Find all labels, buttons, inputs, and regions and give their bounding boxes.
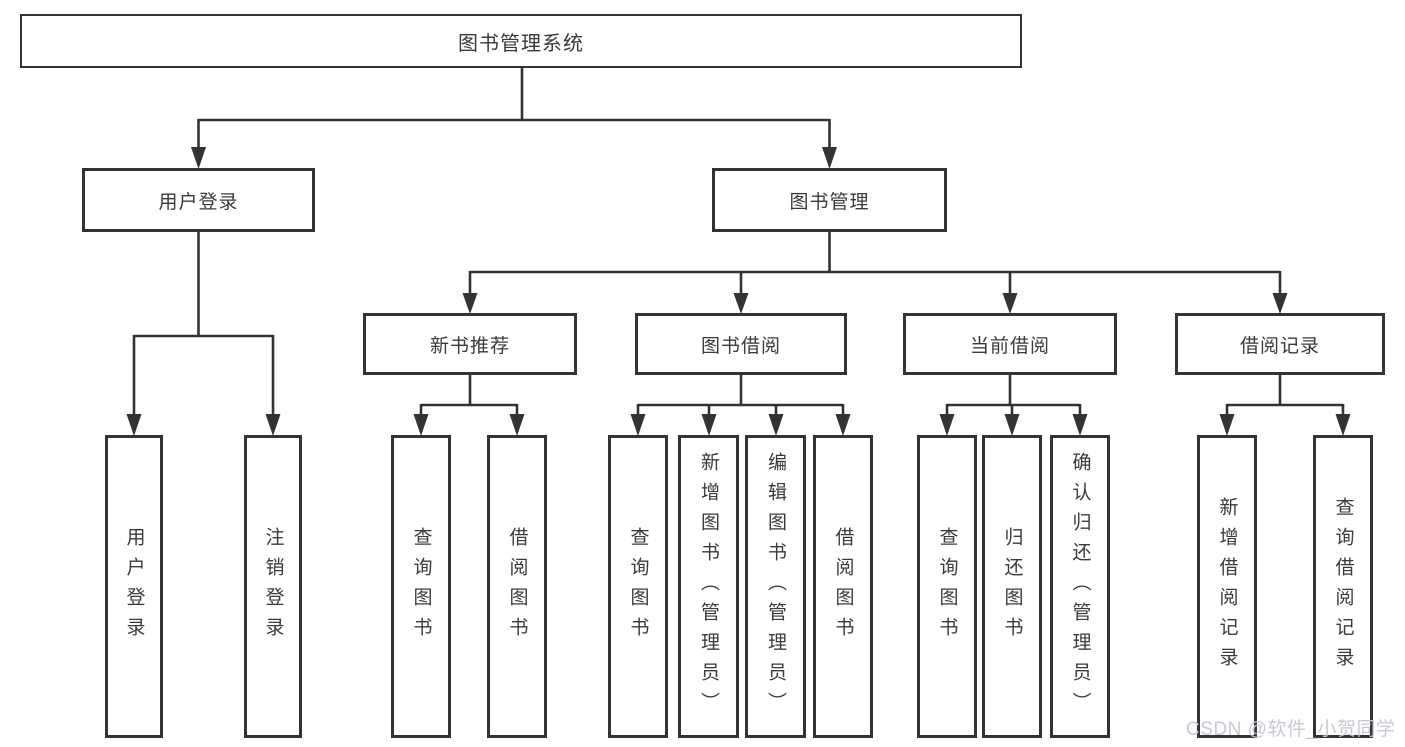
node-user-login: 用户登录 — [82, 168, 315, 232]
leaf-currentborrow-return-books: 归还图书 — [982, 435, 1042, 738]
leaf-label: 查询图书 — [410, 526, 432, 647]
leaf-label: 新增图书（管理员） — [698, 451, 719, 722]
node-root: 图书管理系统 — [20, 14, 1022, 68]
leaf-bookborrow-edit-books-admin: 编辑图书（管理员） — [745, 435, 806, 738]
csdn-watermark: CSDN @软件_小贺同学 — [1186, 719, 1396, 740]
arrowheads — [126, 147, 1351, 436]
leaf-label: 注销登录 — [262, 526, 284, 647]
leaf-label: 借阅图书 — [506, 526, 528, 647]
node-current-borrow: 当前借阅 — [903, 313, 1117, 375]
leaf-currentborrow-query-books: 查询图书 — [917, 435, 977, 738]
leaf-currentborrow-confirm-return-admin: 确认归还（管理员） — [1050, 435, 1110, 738]
leaf-label: 借阅图书 — [832, 526, 854, 647]
leaf-label: 查询图书 — [627, 526, 649, 647]
leaf-label: 确认归还（管理员） — [1069, 451, 1091, 722]
leaf-label: 归还图书 — [1001, 526, 1023, 647]
leaf-label: 编辑图书（管理员） — [765, 451, 786, 722]
leaf-user-login: 用户登录 — [105, 435, 163, 738]
node-new-book-recommend: 新书推荐 — [363, 313, 577, 375]
leaf-label: 查询图书 — [936, 526, 958, 647]
node-borrow-records: 借阅记录 — [1175, 313, 1385, 375]
leaf-label: 用户登录 — [123, 526, 145, 647]
leaf-bookborrow-query-books: 查询图书 — [608, 435, 668, 738]
leaf-bookborrow-add-books-admin: 新增图书（管理员） — [678, 435, 739, 738]
node-book-borrow: 图书借阅 — [635, 313, 847, 375]
leaf-records-add-borrow-record: 新增借阅记录 — [1197, 435, 1257, 738]
leaf-bookborrow-borrow-books: 借阅图书 — [813, 435, 873, 738]
node-book-management: 图书管理 — [712, 168, 947, 232]
leaf-label: 新增借阅记录 — [1216, 496, 1238, 677]
leaf-newbooks-query-books: 查询图书 — [391, 435, 451, 738]
leaf-records-query-borrow-record: 查询借阅记录 — [1313, 435, 1373, 738]
leaf-label: 查询借阅记录 — [1332, 496, 1354, 677]
leaf-logout: 注销登录 — [244, 435, 302, 738]
leaf-newbooks-borrow-books: 借阅图书 — [487, 435, 547, 738]
